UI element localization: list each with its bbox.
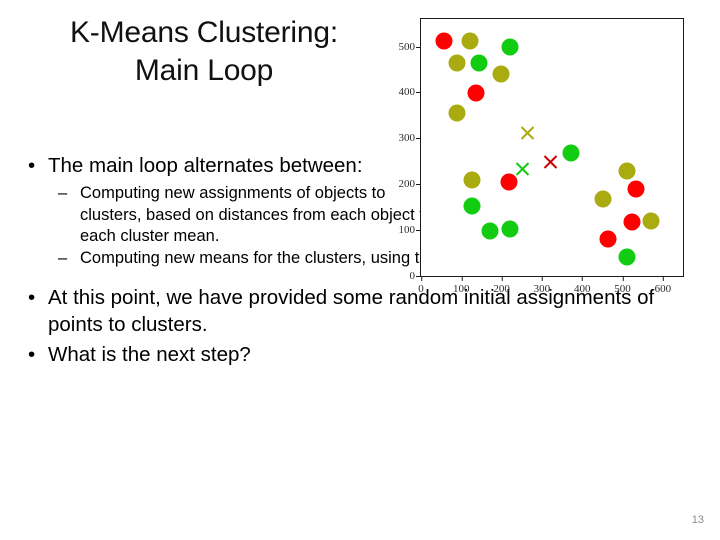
data-point-marker — [492, 65, 510, 83]
data-point-marker — [642, 212, 660, 230]
x-axis-tick-label: 100 — [453, 276, 470, 295]
data-point-marker — [618, 248, 636, 266]
page-title: K-Means Clustering: Main Loop — [8, 14, 400, 91]
data-point-marker — [623, 213, 641, 231]
data-point-marker — [501, 220, 519, 238]
data-point-marker — [501, 38, 519, 56]
dash-marker: – — [58, 184, 68, 203]
title-line-2: Main Loop — [134, 54, 274, 88]
list-item: – Computing new assignments of objects t… — [48, 183, 448, 247]
body-content: • The main loop alternates between: – Co… — [14, 152, 708, 370]
x-axis-tick-label: 500 — [614, 276, 631, 295]
data-point-marker — [594, 190, 612, 208]
plot-area: 0 100 200 300 400 500 0 100 200 300 400 500 600 — [399, 18, 684, 295]
centroid-x-icon — [519, 124, 536, 141]
list-item: • At this point, we have provided some r… — [14, 284, 688, 339]
data-point-marker — [470, 54, 488, 72]
data-point-marker — [435, 32, 453, 50]
data-point-marker — [627, 180, 645, 198]
bullet-text-1: The main loop alternates between: — [48, 154, 363, 177]
data-point-marker — [599, 230, 617, 248]
dash-marker: – — [58, 248, 68, 267]
centroid-x-icon — [514, 160, 531, 177]
data-point-marker — [448, 104, 466, 122]
data-point-marker — [618, 162, 636, 180]
data-point-marker — [448, 54, 466, 72]
data-point-marker — [467, 84, 485, 102]
centroid-x-icon — [542, 153, 559, 170]
list-item: • The main loop alternates between: – Co… — [14, 152, 649, 269]
data-point-marker — [463, 171, 481, 189]
bullet-marker: • — [28, 154, 36, 177]
y-axis-tick-label: 300 — [399, 132, 422, 144]
sub-bullet-text-1: Computing new assignments of objects to … — [80, 184, 434, 246]
data-point-marker — [481, 222, 499, 240]
y-axis-tick-label: 0 — [410, 270, 422, 282]
x-axis-tick-label: 200 — [493, 276, 510, 295]
list-item: • What is the next step? — [14, 341, 688, 368]
x-axis-tick-label: 400 — [574, 276, 590, 295]
bullet-text-2: At this point, we have provided some ran… — [48, 286, 655, 337]
x-axis-tick-label: 300 — [534, 276, 550, 295]
bullet-text-3: What is the next step? — [48, 342, 251, 366]
x-axis-tick-label: 0 — [418, 276, 424, 295]
y-axis-tick-label: 100 — [399, 224, 422, 236]
y-axis-tick-label: 500 — [399, 41, 422, 53]
x-axis-tick-label: 600 — [655, 276, 671, 295]
title-line-1: K-Means Clustering: — [70, 16, 338, 49]
bullet-marker: • — [28, 286, 36, 309]
data-point-marker — [463, 197, 481, 215]
data-point-marker — [562, 144, 580, 162]
page-number: 13 — [691, 514, 704, 526]
data-point-marker — [461, 32, 479, 50]
data-point-marker — [500, 173, 518, 191]
bullet-marker: • — [28, 342, 36, 366]
y-axis-tick-label: 200 — [399, 178, 422, 190]
sub-bullet-list: – Computing new assignments of objects t… — [48, 183, 649, 269]
cluster-scatter-figure: 0 100 200 300 400 500 0 100 200 300 400 500 600 — [390, 10, 706, 302]
y-axis-tick-label: 400 — [399, 86, 422, 98]
bullet-list: • The main loop alternates between: – Co… — [14, 152, 708, 368]
